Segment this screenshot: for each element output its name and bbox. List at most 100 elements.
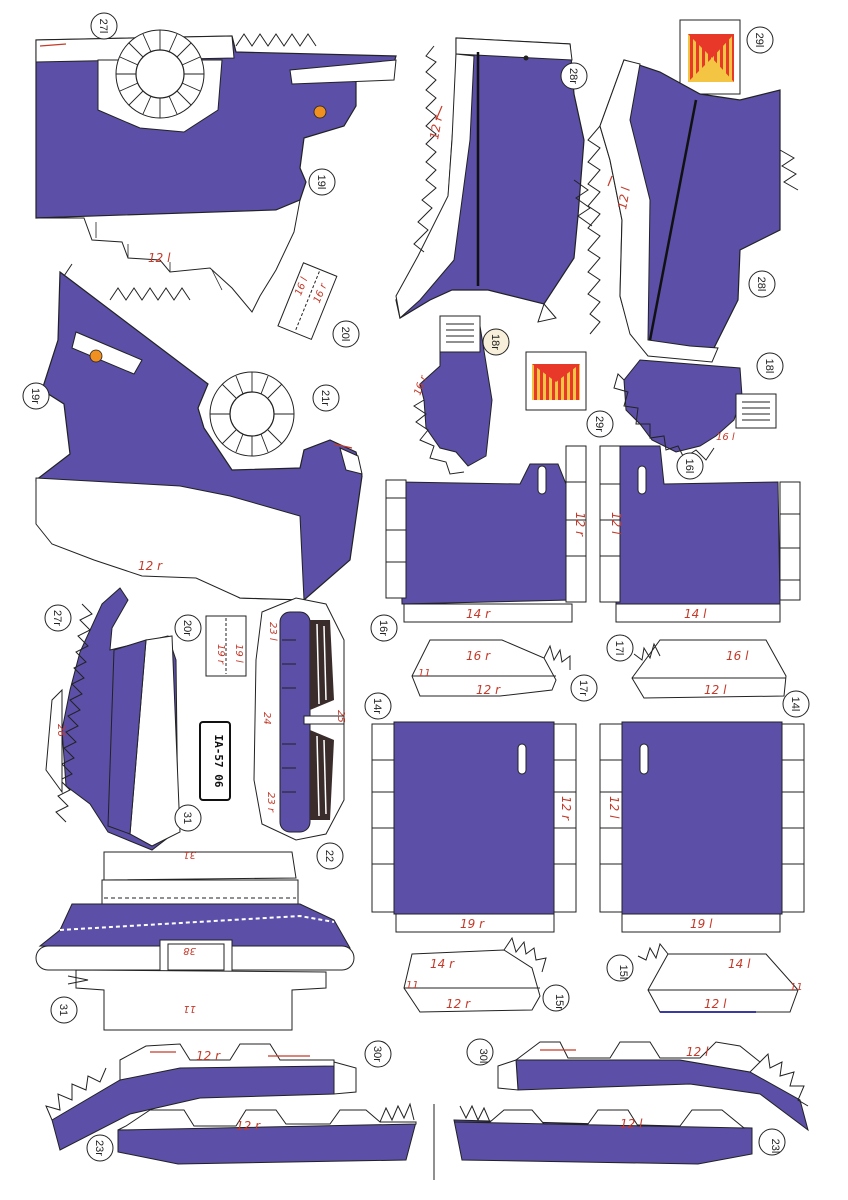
- part-badge-19l: [308, 168, 336, 196]
- part-20l: 16 l 16 r: [277, 262, 338, 341]
- part-badge-17l-label: 17l: [613, 641, 625, 656]
- label-19r: 19 r: [460, 917, 485, 931]
- part-badge-14l-label: 14l: [789, 697, 801, 712]
- part-badge-23r-label: 23r: [93, 1140, 105, 1156]
- part-badge-27l: [90, 12, 118, 40]
- part-15r: [403, 936, 547, 1013]
- label-23r: 23 r: [265, 792, 276, 813]
- part-badge-20l: [332, 320, 360, 348]
- part-badge-29r: [586, 410, 614, 438]
- part-badge-29l-label: 29l: [753, 33, 765, 48]
- part-badge-27r-label: 27r: [51, 610, 63, 626]
- part-badge-21r: [312, 384, 340, 412]
- label-26: 26: [55, 724, 66, 737]
- part-badge-29l: [746, 26, 774, 54]
- license-plate-text: IA-57 06: [212, 735, 225, 788]
- part-badge-17l: [606, 634, 634, 662]
- part-badge-30l-label: 30l: [477, 1049, 489, 1064]
- label-12l-f: 12 l: [704, 997, 727, 1011]
- part-badge-16l-a: [676, 452, 704, 480]
- part-22-grille: [253, 597, 345, 841]
- part-20r: 19 r 19 l: [205, 615, 247, 677]
- part-badge-17r: [570, 674, 598, 702]
- part-19l: [35, 33, 397, 313]
- part-badge-23l: [758, 1128, 786, 1156]
- label-31: 31: [183, 849, 196, 860]
- part-28l: [587, 59, 799, 363]
- part-badge-31b: [50, 996, 78, 1024]
- part-badge-28l: [748, 270, 776, 298]
- label-14l: 14 l: [684, 607, 707, 621]
- label-12l-d: 12 l: [704, 683, 727, 697]
- label-12r-g: 12 r: [196, 1049, 221, 1063]
- part-badge-28r-label: 28r: [567, 68, 579, 84]
- label-12l-b: 12 l: [615, 185, 633, 210]
- part-17l: [631, 639, 787, 699]
- part-17r: [411, 639, 571, 697]
- part-badge-23r: [86, 1134, 114, 1162]
- part-badge-31: [174, 804, 202, 832]
- label-12l-h: 12 l: [620, 1117, 643, 1131]
- part-badge-22: [316, 842, 344, 870]
- part-badge-30r-label: 30r: [371, 1046, 383, 1062]
- label-14r: 14 r: [466, 607, 491, 621]
- label-14r-b: 14 r: [430, 957, 455, 971]
- label-23l: 23 l: [267, 622, 278, 641]
- label-16r-b: 16 r: [466, 649, 491, 663]
- part-badge-31-label: 31: [181, 812, 193, 824]
- label-11-b: 11: [406, 980, 419, 991]
- part-19r: [35, 263, 363, 601]
- gear-part-27l: [115, 29, 205, 119]
- label-11-c: 11: [790, 982, 803, 993]
- part-badge-27l-label: 27l: [97, 19, 109, 34]
- label-19l: 19 l: [690, 917, 713, 931]
- label-38: 38: [183, 945, 196, 956]
- part-badge-21r-label: 21r: [319, 390, 331, 406]
- part-29l: [679, 19, 741, 95]
- part-29r: [525, 351, 587, 411]
- part-badge-14r-label: 14r: [371, 698, 383, 714]
- part-23r: [117, 1102, 417, 1165]
- part-badge-14r: [364, 692, 392, 720]
- label-12r-h: 12 r: [236, 1119, 261, 1133]
- part-badge-20l-label: 20l: [339, 327, 351, 342]
- label-12r-b: 12 r: [427, 113, 445, 140]
- label-16l-c: 16 l: [726, 649, 749, 663]
- label-12l-a: 12 l: [148, 251, 171, 265]
- part-badge-14l: [782, 690, 810, 718]
- part-30r: [45, 1043, 357, 1151]
- part-badge-30r: [364, 1040, 392, 1068]
- part-badge-29r-label: 29r: [593, 416, 605, 432]
- label-12r-a: 12 r: [138, 559, 163, 573]
- gear-part-21r: [209, 371, 295, 457]
- label-12r-e: 12 r: [559, 796, 573, 821]
- part-badge-22-label: 22: [323, 850, 335, 862]
- label-12r-d: 12 r: [476, 683, 501, 697]
- label-25: 25: [335, 710, 346, 723]
- label-14l-b: 14 l: [728, 957, 751, 971]
- part-badge-19r: [22, 382, 50, 410]
- label-12r-c: 12 r: [573, 512, 587, 537]
- part-badge-15l: [606, 954, 634, 982]
- part-badge-19l-label: 19l: [315, 175, 327, 190]
- part-14l-lower: [599, 721, 805, 933]
- part-30l: [497, 1041, 809, 1132]
- part-18l: [613, 359, 777, 461]
- part-badge-16r: [370, 614, 398, 642]
- part-31: [35, 851, 355, 1031]
- part-23l: [453, 1104, 753, 1165]
- part-badge-18r: [482, 328, 510, 356]
- part-badge-15r-label: 15r: [553, 994, 565, 1010]
- part-badge-28l-label: 28l: [755, 277, 767, 292]
- part-badge-19r-label: 19r: [29, 388, 41, 404]
- label-12r-f: 12 r: [446, 997, 471, 1011]
- part-14l-upper: [599, 445, 801, 623]
- part-14r-lower: [371, 721, 577, 933]
- part-badge-17r-label: 17r: [577, 680, 589, 696]
- label-16l-b: 16 l: [716, 432, 735, 443]
- part-badge-18r-label: 18r: [489, 334, 501, 350]
- label-12l-c: 12 l: [609, 512, 623, 535]
- label-12l-g: 12 l: [686, 1045, 709, 1059]
- label-24: 24: [261, 712, 272, 725]
